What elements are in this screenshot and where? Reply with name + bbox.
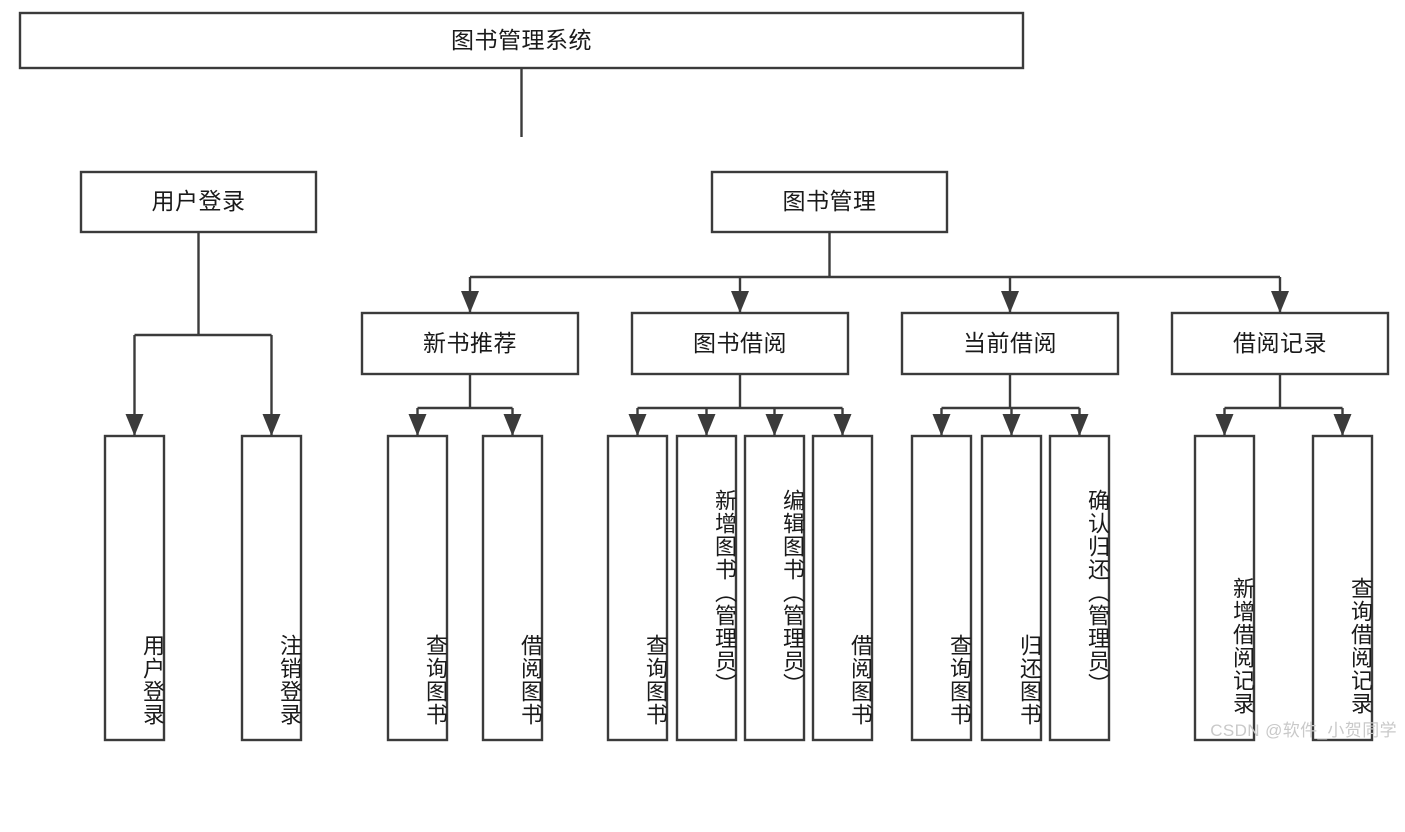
arrow-head-book-borrow (731, 291, 749, 313)
node-box-leaf-add-book[interactable] (675, 434, 738, 742)
watermark: CSDN @软件_小贺同学 (1210, 721, 1397, 740)
node-box-leaf-query-book-2[interactable] (606, 434, 669, 742)
node-box-book-manage[interactable] (710, 170, 949, 234)
node-box-leaf-query-record[interactable] (1311, 434, 1374, 742)
arrow-head-leaf-return-book (1002, 414, 1021, 436)
arrow-head-leaf-add-book (697, 414, 716, 436)
node-box-leaf-add-record[interactable] (1193, 434, 1256, 742)
arrow-head-new-book-recommend (461, 291, 479, 313)
node-box-leaf-confirm-return[interactable] (1048, 434, 1111, 742)
arrow-head-borrow-record (1271, 291, 1289, 313)
arrow-head-leaf-borrow-book-1 (503, 414, 522, 436)
node-box-leaf-query-book-3[interactable] (910, 434, 973, 742)
arrow-head-leaf-logout (262, 414, 281, 436)
hierarchy-diagram: 图书管理系统用户登录图书管理新书推荐图书借阅当前借阅借阅记录用户登录注销登录查询… (0, 0, 1397, 742)
arrow-head-leaf-confirm-return (1070, 414, 1089, 436)
arrow-head-leaf-query-book-1 (408, 414, 427, 436)
node-box-leaf-edit-book[interactable] (743, 434, 806, 742)
node-box-borrow-record[interactable] (1170, 311, 1390, 376)
arrow-head-current-borrow (1001, 291, 1019, 313)
arrow-head-leaf-add-record (1215, 414, 1234, 436)
connector-layer (126, 68, 1352, 436)
node-box-leaf-user-login[interactable] (103, 434, 166, 742)
node-box-new-book-recommend[interactable] (360, 311, 580, 376)
node-box-leaf-borrow-book-2[interactable] (811, 434, 874, 742)
node-box-leaf-query-book-1[interactable] (386, 434, 449, 742)
arrow-head-leaf-query-book-2 (628, 414, 647, 436)
arrow-head-leaf-user-login (125, 414, 144, 436)
node-box-book-borrow[interactable] (630, 311, 850, 376)
arrow-head-leaf-borrow-book-2 (833, 414, 852, 436)
node-box-leaf-borrow-book-1[interactable] (481, 434, 544, 742)
node-box-current-borrow[interactable] (900, 311, 1120, 376)
arrow-head-leaf-query-book-3 (932, 414, 951, 436)
node-box-leaf-logout[interactable] (240, 434, 303, 742)
arrow-head-leaf-query-record (1333, 414, 1352, 436)
arrow-head-leaf-edit-book (765, 414, 784, 436)
diagram-canvas (0, 0, 1390, 742)
node-box-user-login[interactable] (79, 170, 318, 234)
node-box-root[interactable] (18, 11, 1025, 70)
node-box-layer (18, 11, 1390, 742)
node-box-leaf-return-book[interactable] (980, 434, 1043, 742)
